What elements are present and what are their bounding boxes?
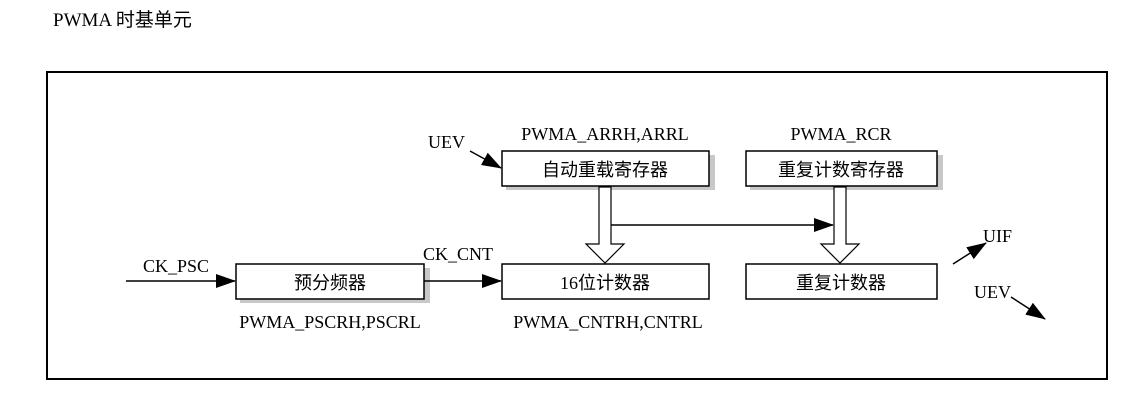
repetition-transfer-arrow — [819, 186, 861, 264]
repetition-register-block: 重复计数寄存器 — [745, 150, 943, 190]
repetition-register-label: 重复计数寄存器 — [778, 160, 904, 180]
prescaler-label: 预分频器 — [294, 273, 366, 293]
uev-input-arrow — [469, 150, 502, 169]
diagram-frame — [46, 71, 1108, 380]
prescaler-register-name: PWMA_PSCRH,PSCRL — [239, 312, 421, 332]
auto-reload-register-block: 自动重载寄存器 — [501, 150, 715, 190]
uev-input-label: UEV — [428, 132, 465, 152]
auto-reload-register-name: PWMA_ARRH,ARRL — [521, 124, 689, 144]
prescaler-block: 预分频器 — [235, 263, 430, 303]
ck-cnt-label: CK_CNT — [423, 244, 493, 264]
ck-psc-label: CK_PSC — [143, 256, 209, 276]
counter-register-name: PWMA_CNTRH,CNTRL — [513, 312, 703, 332]
counter-label: 16位计数器 — [560, 273, 650, 293]
uev-output-arrow — [1010, 296, 1046, 320]
repetition-counter-label: 重复计数器 — [796, 273, 886, 293]
page-title: PWMA 时基单元 — [53, 10, 192, 31]
uif-output-label: UIF — [983, 226, 1012, 246]
repetition-register-name: PWMA_RCR — [790, 124, 891, 144]
auto-reload-label: 自动重载寄存器 — [542, 160, 668, 180]
uif-output-arrow — [952, 242, 987, 265]
repetition-counter-block: 重复计数器 — [745, 263, 938, 300]
uev-output-label: UEV — [974, 282, 1011, 302]
reload-transfer-arrow — [584, 186, 626, 264]
counter-block: 16位计数器 — [501, 263, 710, 300]
